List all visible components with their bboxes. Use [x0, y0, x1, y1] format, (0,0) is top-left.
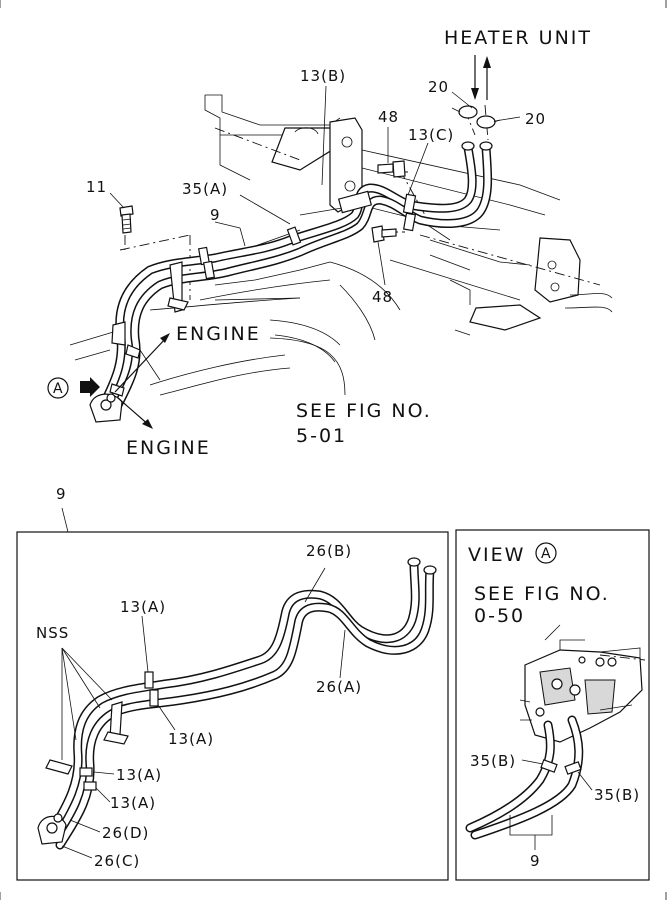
- engine-arrow-lower: [117, 397, 153, 429]
- bolt-11: [119, 205, 134, 234]
- top-leader-lines: [109, 85, 521, 396]
- label-part-9-view: 9: [530, 852, 541, 870]
- label-nss: NSS: [36, 624, 69, 642]
- label-part-13a-low1: 13(A): [116, 766, 162, 784]
- bolt-48-bottom: [371, 225, 397, 243]
- label-see-fig-line1: SEE FIG NO.: [296, 400, 432, 422]
- view-a-marker: [47, 377, 100, 399]
- view-a-circle: [535, 542, 557, 564]
- label-marker-a: A: [53, 381, 63, 397]
- frame-structure: [69, 94, 613, 396]
- label-part-26a: 26(A): [316, 678, 362, 696]
- label-part-13c: 13(C): [408, 126, 454, 144]
- panel-view-a: VIEW A SEE FIG NO. 0-50: [455, 529, 650, 881]
- top-assembly: HEATER UNIT 13(B) 20 20 48 13(C) 11 35(A…: [47, 27, 613, 459]
- engine-arrow-upper: [114, 333, 170, 393]
- label-part-13a-low2: 13(A): [110, 794, 156, 812]
- label-part-13a-top: 13(A): [120, 598, 166, 616]
- label-part-35b-right: 35(B): [594, 786, 640, 804]
- panel-part-9: 9: [16, 485, 449, 881]
- panel-9-hose: [37, 557, 437, 850]
- hose-clamp-20-pair: [451, 105, 501, 129]
- panel-9-leaders: [61, 567, 346, 859]
- label-view-see-fig-line2: 0-50: [474, 605, 525, 627]
- label-part-26b: 26(B): [306, 542, 352, 560]
- label-part-13a-mid: 13(A): [168, 730, 214, 748]
- panel-9-frame: [16, 531, 449, 881]
- bolt-48-top: [377, 160, 406, 178]
- label-part-35a: 35(A): [182, 180, 228, 198]
- flow-arrow-down: [471, 55, 479, 100]
- heater-hose-assembly: [89, 141, 493, 423]
- label-view: VIEW: [468, 544, 525, 566]
- label-part-20-top: 20: [428, 78, 449, 96]
- label-part-26c: 26(C): [94, 852, 140, 870]
- label-view-see-fig-line1: SEE FIG NO.: [474, 583, 610, 605]
- label-part-13b: 13(B): [300, 67, 346, 85]
- label-engine-upper: ENGINE: [176, 323, 261, 345]
- label-view-marker: A: [541, 546, 551, 562]
- panel-view-a-frame: [455, 529, 650, 881]
- label-part-48-bottom: 48: [372, 288, 393, 306]
- flow-arrow-up: [483, 56, 491, 100]
- label-part-9-panel: 9: [56, 485, 67, 503]
- label-part-20-right: 20: [525, 110, 546, 128]
- label-part-11: 11: [86, 178, 107, 196]
- label-part-48-top: 48: [378, 108, 399, 126]
- label-engine-lower: ENGINE: [126, 437, 211, 459]
- view-a-engine-block: [519, 624, 646, 743]
- label-part-35b-left: 35(B): [470, 752, 516, 770]
- label-heater-unit: HEATER UNIT: [444, 27, 592, 49]
- label-see-fig-line2: 5-01: [296, 425, 347, 447]
- label-part-9-top: 9: [210, 206, 221, 224]
- label-part-26d: 26(D): [102, 824, 149, 842]
- view-a-leaders: [509, 759, 593, 850]
